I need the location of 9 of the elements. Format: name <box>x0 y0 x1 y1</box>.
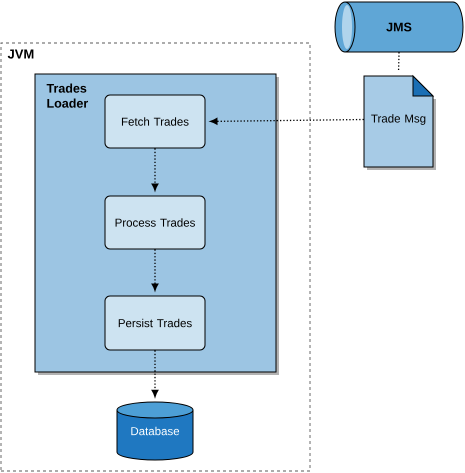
arrow <box>152 250 158 291</box>
process-box: Fetch Trades <box>104 94 206 148</box>
arrow <box>152 148 158 191</box>
database-cylinder: Database <box>116 402 194 460</box>
arrow <box>210 118 364 125</box>
process-box: Persist Trades <box>104 296 206 350</box>
process-box: Process Trades <box>104 196 206 250</box>
queue-cylinder: JMS <box>334 2 464 52</box>
arrow <box>152 350 158 398</box>
